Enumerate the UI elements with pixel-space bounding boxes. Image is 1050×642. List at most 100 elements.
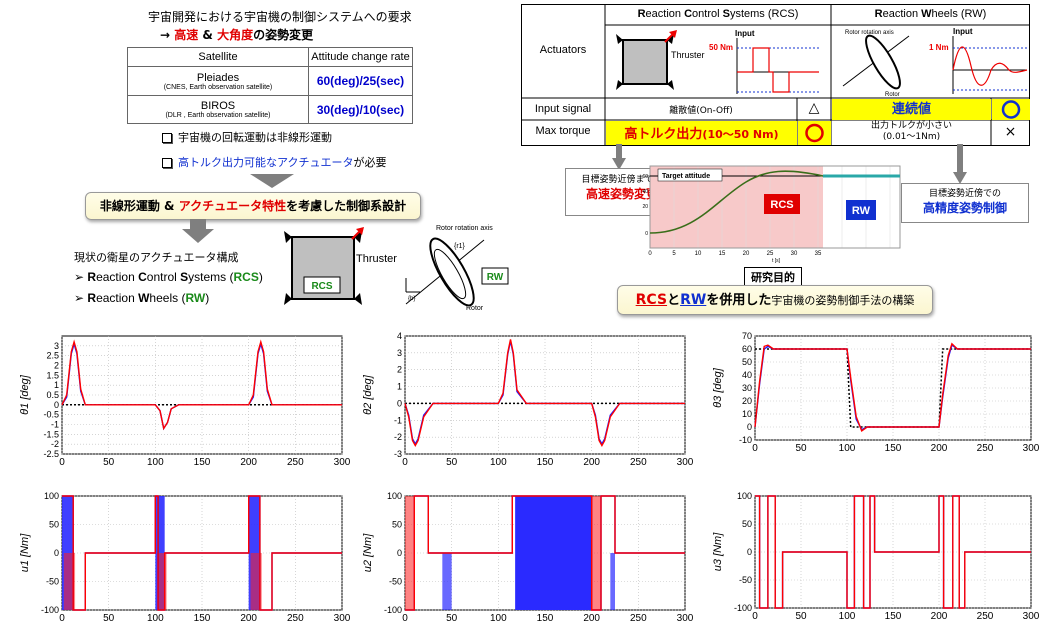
x-tick-label: 250 [630, 457, 647, 468]
x-tick-label: 250 [977, 611, 994, 622]
y-tick-label: -10 [739, 435, 752, 445]
x-tick-label: 0 [402, 613, 408, 624]
y-tick-label: 30 [742, 383, 752, 393]
x-tick-label: 50 [103, 613, 115, 624]
chatter-band [610, 553, 615, 610]
x-tick-label: 100 [839, 443, 856, 454]
x-tick-label: 150 [537, 457, 554, 468]
bullet-2: 高トルク出力可能なアクチュエータが必要 [162, 154, 386, 170]
max-torque-label: Max torque [535, 125, 591, 137]
x-tick-label: 100 [839, 611, 856, 622]
x-tick-label: 200 [931, 611, 948, 622]
y-tick-label: 10 [742, 409, 752, 419]
plot-frame [404, 335, 686, 455]
design-scroll: 非線形運動 & アクチュエータ特性を考慮した制御系設計 [85, 192, 421, 220]
chatter-band [515, 496, 592, 610]
y-tick-label: 0 [397, 398, 402, 408]
table-row: BIROS (DLR , Earth observation satellite… [127, 95, 413, 124]
rw-rotor-label: Rotor [885, 92, 900, 98]
x-tick-label: 200 [240, 613, 257, 624]
svg-text:5: 5 [672, 251, 676, 257]
y-tick-label: 50 [392, 520, 402, 530]
y-tick-label: 0 [54, 548, 59, 558]
y-tick-label: 0 [747, 547, 752, 557]
purpose-rest-blue: を併用した [706, 293, 772, 308]
y-tick-label: -1.5 [43, 429, 59, 439]
y-tick-label: 50 [742, 357, 752, 367]
y-tick-label: -50 [389, 577, 402, 587]
y-tick-label: 4 [397, 331, 402, 341]
y-tick-label: -2.5 [43, 449, 59, 459]
x-tick-label: 100 [490, 457, 507, 468]
rw-head-d: heels (RW) [931, 8, 987, 20]
rw-torque-mark: × [1004, 124, 1017, 140]
chatter-band-red [591, 496, 601, 610]
svg-text:20: 20 [743, 251, 750, 257]
series-line-1 [62, 495, 342, 611]
rw-axis-label: Rotor rotation axis [845, 30, 894, 36]
y-tick-label: 100 [387, 491, 402, 501]
plot-frame [61, 335, 343, 455]
purpose-label: 研究目的 [744, 267, 802, 287]
arrow-prefix: → [160, 28, 175, 42]
x-tick-label: 150 [194, 613, 211, 624]
kw-fast: 高速 [174, 28, 199, 42]
chatter-band-red [250, 553, 262, 610]
series-line-1 [755, 495, 1031, 609]
x-tick-label: 300 [334, 613, 351, 624]
x-tick-label: 0 [752, 443, 758, 454]
rw-input-cell: 連続値 [832, 99, 991, 120]
rate-col-header: Attitude change rate [308, 47, 413, 67]
y-tick-label: 100 [44, 491, 59, 501]
rw-torque-cell: 出力トルクが小さい (0.01〜1Nm) [832, 121, 991, 143]
rcs-head-e: S [722, 8, 730, 20]
y-tick-label: 0 [54, 400, 59, 410]
rcs-torque-a: 高トルク出力 [624, 127, 703, 142]
down-arrow-1-icon [250, 174, 294, 188]
sat-name: Pleiades [196, 71, 240, 84]
x-tick-label: 300 [677, 613, 694, 624]
x-tick-label: 100 [147, 613, 164, 624]
rcs-head-f: ystems (RCS) [729, 8, 799, 20]
chevron-right-icon: ➢ [74, 270, 88, 284]
rw-input-text: 連続値 [891, 102, 931, 117]
rcs-e: S [180, 270, 189, 284]
rcs-head-c: C [684, 8, 693, 20]
rw-d: heels ( [149, 291, 186, 305]
rw-1nm-label: 1 Nm [929, 43, 949, 52]
y-axis-label: θ1 [deg] [19, 374, 31, 415]
y-axis-label: θ2 [deg] [362, 374, 374, 415]
svg-text:35: 35 [815, 251, 822, 257]
rcs-torque-circle-icon [798, 121, 831, 145]
y-tick-label: -3 [394, 449, 402, 459]
y-tick-label: 2.5 [46, 351, 59, 361]
rw-region-label: RW [852, 205, 871, 217]
rw-torque-a: 出力トルクが小さい [870, 121, 952, 131]
rw-a: R [87, 291, 97, 305]
rcs-input-cell: 離散値(On-Off) [669, 106, 733, 116]
rw-down-arrow-icon [953, 144, 967, 184]
x-tick-label: 300 [334, 457, 351, 468]
x-tick-label: 300 [677, 457, 694, 468]
actuator-item-rcs: ➢ Reaction Control Systems (RCS) [74, 270, 263, 284]
x-tick-label: 50 [446, 457, 458, 468]
bullet-square-icon [162, 158, 172, 168]
x-tick-label: 0 [59, 457, 65, 468]
y-axis-label: u3 [Nm] [712, 532, 724, 571]
rw-head: Reaction Wheels (RW) [831, 8, 1030, 20]
design-p3: を考慮した制御系設計 [286, 199, 407, 213]
series-line-1 [754, 342, 1031, 432]
rw-input-circle-icon [992, 99, 1030, 120]
y-tick-label: -100 [734, 603, 752, 613]
x-tick-label: 50 [446, 613, 458, 624]
x-tick-label: 250 [287, 613, 304, 624]
y-tick-label: 1 [54, 380, 59, 390]
header-title: 宇宙開発における宇宙機の制御システムへの要求 [148, 10, 412, 24]
x-tick-label: 300 [1023, 443, 1040, 454]
